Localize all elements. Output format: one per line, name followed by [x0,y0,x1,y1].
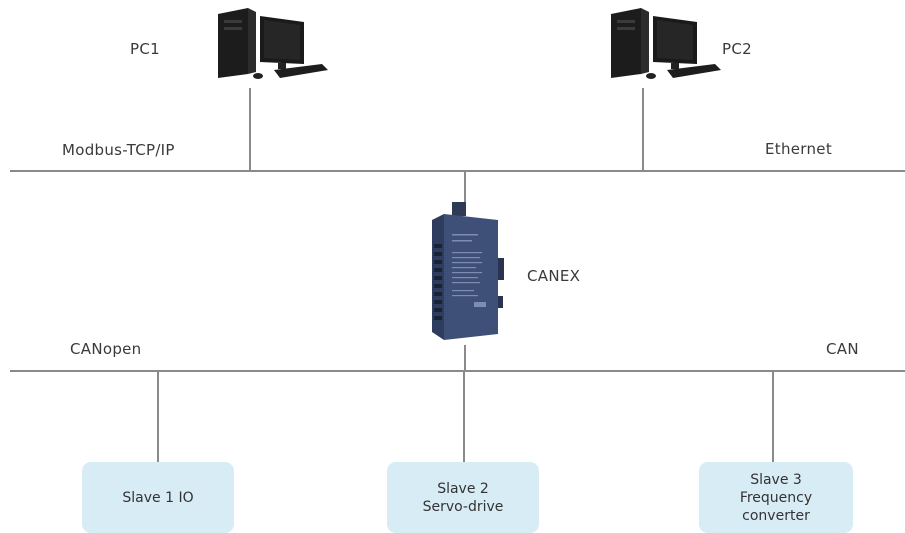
slave-3-label-line3: converter [742,507,810,524]
slave-3-label-line1: Slave 3 [750,471,802,488]
slave-2-label-line2: Servo-drive [422,498,504,515]
pc2-connector-line [642,88,644,170]
modbus-tcp-ip-label: Modbus-TCP/IP [62,141,175,159]
slave-2-label-line1: Slave 2 [437,480,489,497]
slave2-connector-line [463,372,465,462]
desktop-computer-icon [218,8,328,79]
slave-1-label: Slave 1 IO [122,489,194,506]
pc2-label: PC2 [722,40,752,58]
slave3-connector-line [772,372,774,462]
slave1-connector-line [157,372,159,462]
gateway-ethernet-connector-line [464,172,466,202]
gateway-can-connector-line [464,345,466,370]
slave-3-box: Slave 3 Frequency converter [699,462,853,533]
slave-3-label-line2: Frequency [739,489,813,506]
canex-label: CANEX [527,267,581,285]
desktop-computer-icon [611,8,721,79]
slave-1-box: Slave 1 IO [82,462,234,533]
ethernet-label: Ethernet [765,140,833,158]
pc1-label: PC1 [130,40,160,58]
can-bus-line [10,370,905,372]
slave-2-box: Slave 2 Servo-drive [387,462,539,533]
can-label: CAN [826,340,859,358]
pc1-connector-line [249,88,251,170]
ethernet-bus-line [10,170,905,172]
canopen-label: CANopen [70,340,142,358]
canex-gateway-device-icon [432,202,504,340]
